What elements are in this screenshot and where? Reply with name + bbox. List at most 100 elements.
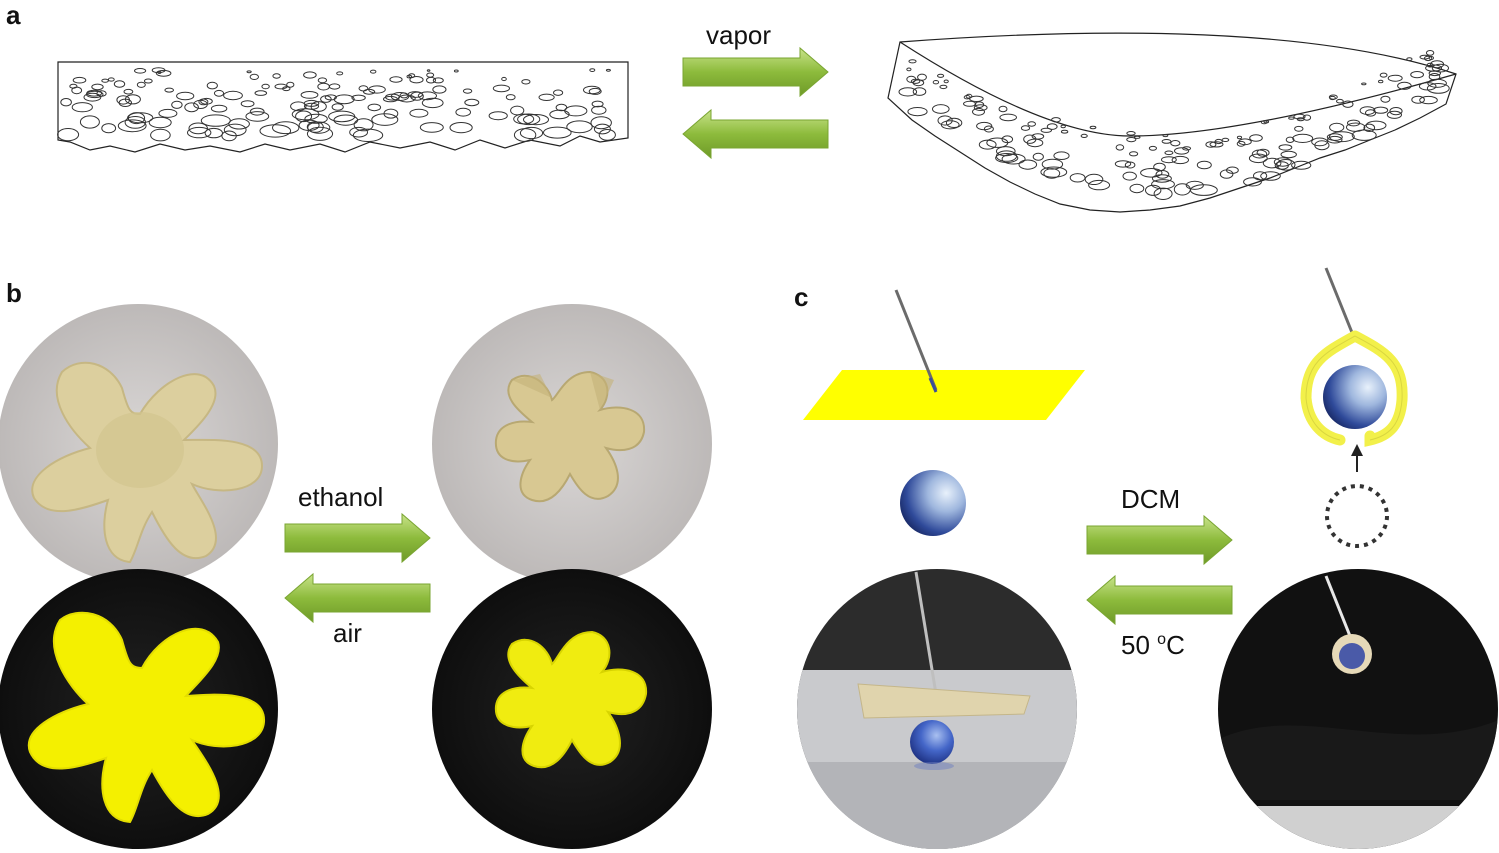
pore [117,119,147,133]
pore [303,102,320,110]
schematic-flat-film [803,289,1085,420]
label-50c: 50 oC [1121,630,1185,660]
pore [79,115,100,129]
pore [200,114,231,127]
pore [1162,134,1169,138]
pore [1145,184,1162,196]
pore [158,108,178,118]
pore [505,94,516,101]
pore [1406,57,1413,61]
arrow-reverse-b [284,572,431,624]
pore [164,87,174,93]
pore [1031,133,1045,140]
pore [306,121,324,133]
pore [1040,127,1053,133]
pore [538,93,555,102]
label-vapor: vapor [706,20,771,50]
pore [213,89,225,97]
pore [501,76,507,82]
pore [136,81,146,88]
pore [1129,151,1139,157]
pore [432,85,447,94]
pore [1397,81,1412,90]
pore [272,73,281,79]
pore [351,94,366,102]
pore [1336,98,1344,104]
pore [963,95,971,100]
pore [1260,120,1268,125]
pore [1363,123,1376,133]
pore [1209,141,1224,148]
pore [317,82,330,91]
pore [261,83,270,90]
arrow-reverse-a [682,108,829,160]
pore [1226,166,1239,174]
arrow-reverse-c [1086,574,1233,626]
pore [1361,82,1367,86]
arrow-forward-c [1086,514,1233,566]
pore [907,107,928,117]
pore [1027,121,1036,127]
pore [1359,106,1376,115]
pore [1161,139,1172,144]
pore [221,130,237,142]
pore [1238,138,1252,146]
pore [1262,157,1282,169]
pore [1260,171,1281,181]
pore [421,97,444,109]
pore [1346,122,1366,132]
pore [598,129,616,141]
pore [1387,74,1403,82]
dotted-circle-original-position [1325,484,1389,548]
pore [148,116,172,129]
pore [939,84,948,90]
pore [917,73,927,81]
pore [426,69,431,72]
pore [85,90,104,99]
pore [906,67,912,72]
pore [995,150,1018,162]
pore [1084,173,1104,185]
label-50c-unit: C [1166,630,1185,660]
pore [932,80,940,85]
pore [1378,79,1384,84]
pore [912,87,927,96]
pore [1088,179,1111,191]
pore [999,113,1018,122]
pore [455,107,472,117]
pore [306,126,334,141]
pore [593,123,611,135]
pore [367,103,382,112]
pore [1151,174,1172,183]
label-air: air [333,618,362,648]
pore [1153,187,1173,201]
photo-flower-beige-shrunk [432,304,712,584]
pore [353,118,374,132]
pore [71,102,93,113]
pore [1293,113,1306,120]
pore [1291,160,1312,170]
pore [1351,129,1377,141]
pore [206,81,218,90]
pore [937,73,945,78]
pore [419,122,444,133]
pore [1428,70,1442,77]
pore [1032,152,1044,161]
schematic-sphere [900,470,966,536]
pore [521,79,531,85]
pore [589,68,596,72]
pore [1046,123,1058,130]
pore [943,79,949,84]
pore [274,83,288,90]
pore [389,76,403,83]
pore [331,103,344,111]
pore [1170,140,1181,147]
pore [1133,135,1141,139]
pore [462,88,473,94]
pore [176,91,195,101]
pore [249,107,265,116]
pore [291,108,320,121]
pore [1410,71,1424,79]
pore [1373,106,1389,114]
pore [1294,125,1304,132]
